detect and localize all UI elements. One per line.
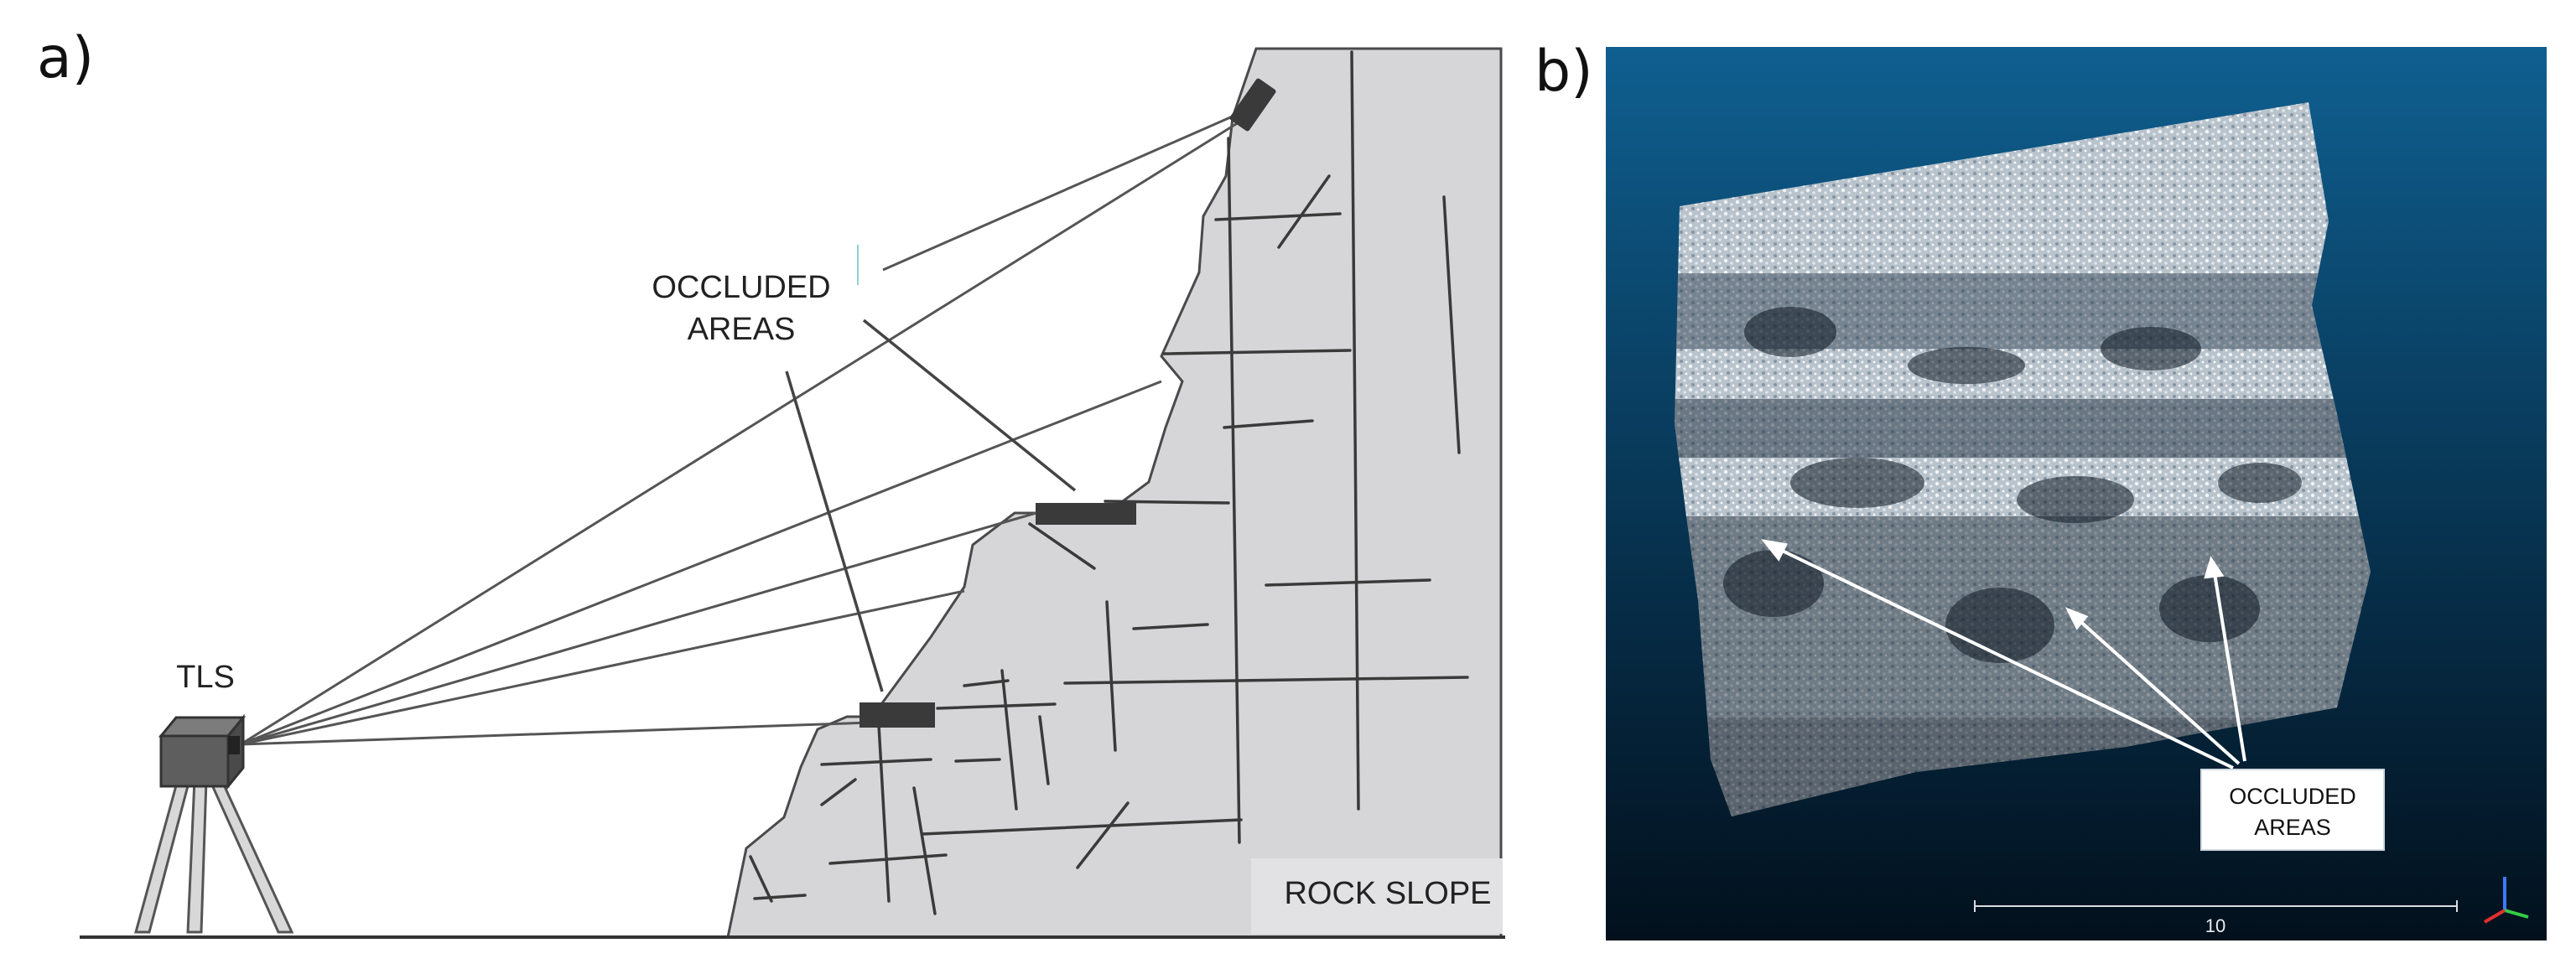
occlusion-ray — [882, 107, 1250, 272]
axis-triad-icon — [2483, 877, 2529, 924]
scan-rays — [240, 114, 1250, 746]
callout-leaders — [785, 319, 1077, 692]
rock-slope — [726, 47, 1503, 939]
panel-a-diagram: OCCLUDED AREAS ROCK SLOPE TLS — [80, 47, 1505, 939]
tls-label: TLS — [176, 660, 235, 695]
rock-slope-label-box — [1251, 858, 1503, 934]
tls-scanner-icon — [158, 713, 247, 790]
occlusion-marker-middle — [1036, 503, 1136, 525]
occluded-callout-line1: OCCLUDED — [652, 270, 830, 305]
panel-b-label: b) — [1535, 39, 1593, 105]
occlusion-arrows — [1761, 539, 2246, 770]
rock-fractures — [749, 50, 1469, 915]
rock-slope-label: ROCK SLOPE — [1284, 876, 1491, 911]
occlusion-marker-top — [1229, 78, 1276, 132]
occluded-callout-line2: AREAS — [688, 312, 796, 347]
point-cloud — [1675, 102, 2371, 816]
panel-a-label: a) — [37, 25, 95, 91]
scale-bar-value: 10 — [2205, 915, 2225, 936]
tripod — [134, 778, 294, 934]
occluded-callout-b-line1: OCCLUDED — [2229, 784, 2356, 809]
occluded-callout-b-line2: AREAS — [2254, 815, 2331, 840]
occlusion-marker-bottom — [860, 702, 935, 728]
occluded-callout-box — [2200, 769, 2385, 851]
panel-b-pointcloud: OCCLUDED AREAS 10 — [1606, 47, 2547, 940]
scale-bar — [1974, 900, 2458, 912]
